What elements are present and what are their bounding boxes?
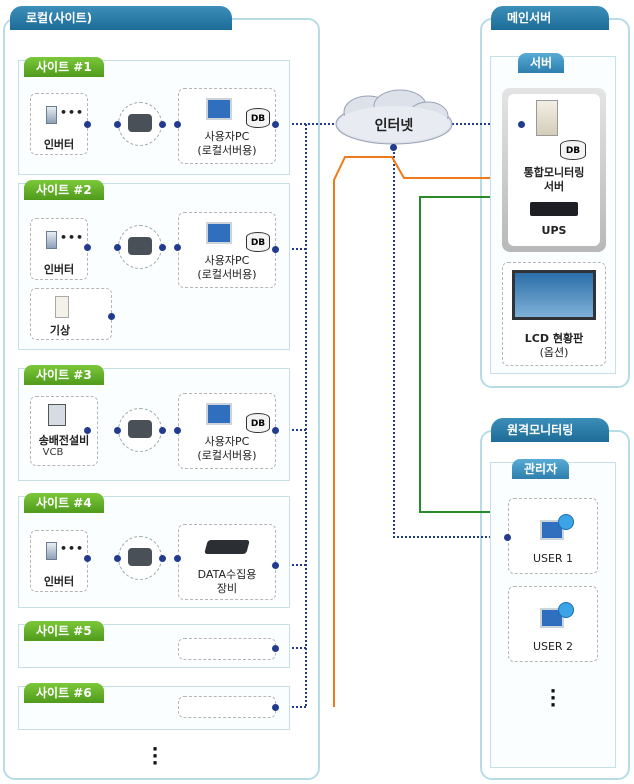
site-2-tab: 사이트 #2 xyxy=(24,180,104,200)
site-4-collector-label-2: 장비 xyxy=(216,582,238,595)
lcd-panel-icon xyxy=(512,270,596,320)
site-1-inverter-box xyxy=(30,93,88,155)
more-sites-ellipsis-icon: ··· xyxy=(151,739,159,774)
inverter-icon xyxy=(46,106,57,124)
connector-dot xyxy=(174,555,181,562)
connector-dot xyxy=(114,427,121,434)
site-2-weather-label: 기상 xyxy=(49,324,71,337)
site-4-inverter-label: 인버터 xyxy=(43,575,75,588)
site-6-tab: 사이트 #6 xyxy=(24,683,104,703)
server-section-tab: 서버 xyxy=(518,53,565,73)
remote-panel-title: 원격모니터링 xyxy=(491,418,609,442)
connector-dot xyxy=(272,121,279,128)
server-label-1: 통합모니터링 xyxy=(523,166,585,179)
inverter-icon xyxy=(46,542,57,560)
data-collector-icon xyxy=(204,540,250,554)
user-1-label: USER 1 xyxy=(532,552,574,565)
admin-section-tab: 관리자 xyxy=(512,459,570,479)
pc-icon xyxy=(206,98,232,120)
weather-sensor-icon xyxy=(55,296,69,318)
connector-dot xyxy=(114,555,121,562)
site-1-pc-label-2: (로컬서버용) xyxy=(197,144,257,157)
gateway-device-icon xyxy=(128,114,152,132)
connector-dot xyxy=(159,244,166,251)
pc-icon xyxy=(206,222,232,244)
internet-label: 인터넷 xyxy=(374,118,414,134)
ie-globe-icon xyxy=(558,602,574,618)
lcd-label-2: (옵션) xyxy=(539,346,569,359)
connector-dot xyxy=(174,427,181,434)
connector-dot xyxy=(272,704,279,711)
ellipsis-icon: ••• xyxy=(60,106,85,119)
site-2-weather-box xyxy=(30,288,112,340)
server-label-2: 서버 xyxy=(543,180,565,193)
site-1-inverter-label: 인버터 xyxy=(43,138,75,151)
connector-dot xyxy=(518,121,525,128)
connector-dot xyxy=(108,313,115,320)
db-icon: DB xyxy=(560,140,586,160)
local-panel-title: 로컬(사이트) xyxy=(10,6,232,30)
site-4-collector-box xyxy=(178,524,276,600)
gateway-device-icon xyxy=(128,548,152,566)
connector-dot xyxy=(272,427,279,434)
site-2-pc-label-1: 사용자PC xyxy=(204,254,250,267)
site-1-tab: 사이트 #1 xyxy=(24,57,104,77)
site-5-empty-box xyxy=(178,638,276,660)
connector-dot xyxy=(114,244,121,251)
gateway-device-icon xyxy=(128,237,152,255)
site-2-pc-label-2: (로컬서버용) xyxy=(197,268,257,281)
site-3-device-sublabel: VCB xyxy=(42,447,64,458)
connector-dot xyxy=(114,121,121,128)
inverter-icon xyxy=(46,231,57,249)
db-icon: DB xyxy=(246,108,270,128)
site-3-tab: 사이트 #3 xyxy=(24,365,104,385)
server-tower-icon xyxy=(536,100,558,136)
lcd-label-1: LCD 현황판 xyxy=(524,332,584,345)
site-6-empty-box xyxy=(178,696,276,718)
site-1-pc-label-1: 사용자PC xyxy=(204,130,250,143)
connector-dot xyxy=(159,121,166,128)
site-4-tab: 사이트 #4 xyxy=(24,493,104,513)
connector-dot xyxy=(174,244,181,251)
ie-globe-icon xyxy=(558,514,574,530)
connector-dot xyxy=(84,555,91,562)
site-4-inverter-box xyxy=(30,530,88,592)
connector-dot xyxy=(174,121,181,128)
ups-icon xyxy=(530,202,578,216)
switchgear-icon xyxy=(48,404,66,426)
site-2-inverter-label: 인버터 xyxy=(43,263,75,276)
connector-dot xyxy=(272,246,279,253)
site-3-device-label: 송배전설비 xyxy=(38,434,90,447)
connector-dot xyxy=(390,144,397,151)
ellipsis-icon: ••• xyxy=(60,231,85,244)
connector-dot xyxy=(159,427,166,434)
connector-dot xyxy=(84,244,91,251)
db-icon: DB xyxy=(246,232,270,252)
site-5-tab: 사이트 #5 xyxy=(24,621,104,641)
connector-dot xyxy=(504,534,511,541)
site-3-pc-label-2: (로컬서버용) xyxy=(197,449,257,462)
ellipsis-icon: ••• xyxy=(60,542,85,555)
site-4-collector-label-1: DATA수집용 xyxy=(197,568,257,581)
site-3-pc-label-1: 사용자PC xyxy=(204,435,250,448)
ups-label: UPS xyxy=(541,224,567,237)
pc-icon xyxy=(206,403,232,425)
connector-dot xyxy=(272,645,279,652)
db-icon: DB xyxy=(246,413,270,433)
gateway-device-icon xyxy=(128,420,152,438)
more-users-ellipsis-icon: ··· xyxy=(549,681,557,716)
connector-dot xyxy=(272,562,279,569)
connector-dot xyxy=(84,427,91,434)
main-server-panel-title: 메인서버 xyxy=(491,6,609,30)
connector-dot xyxy=(159,555,166,562)
user-2-label: USER 2 xyxy=(532,640,574,653)
connector-dot xyxy=(84,121,91,128)
